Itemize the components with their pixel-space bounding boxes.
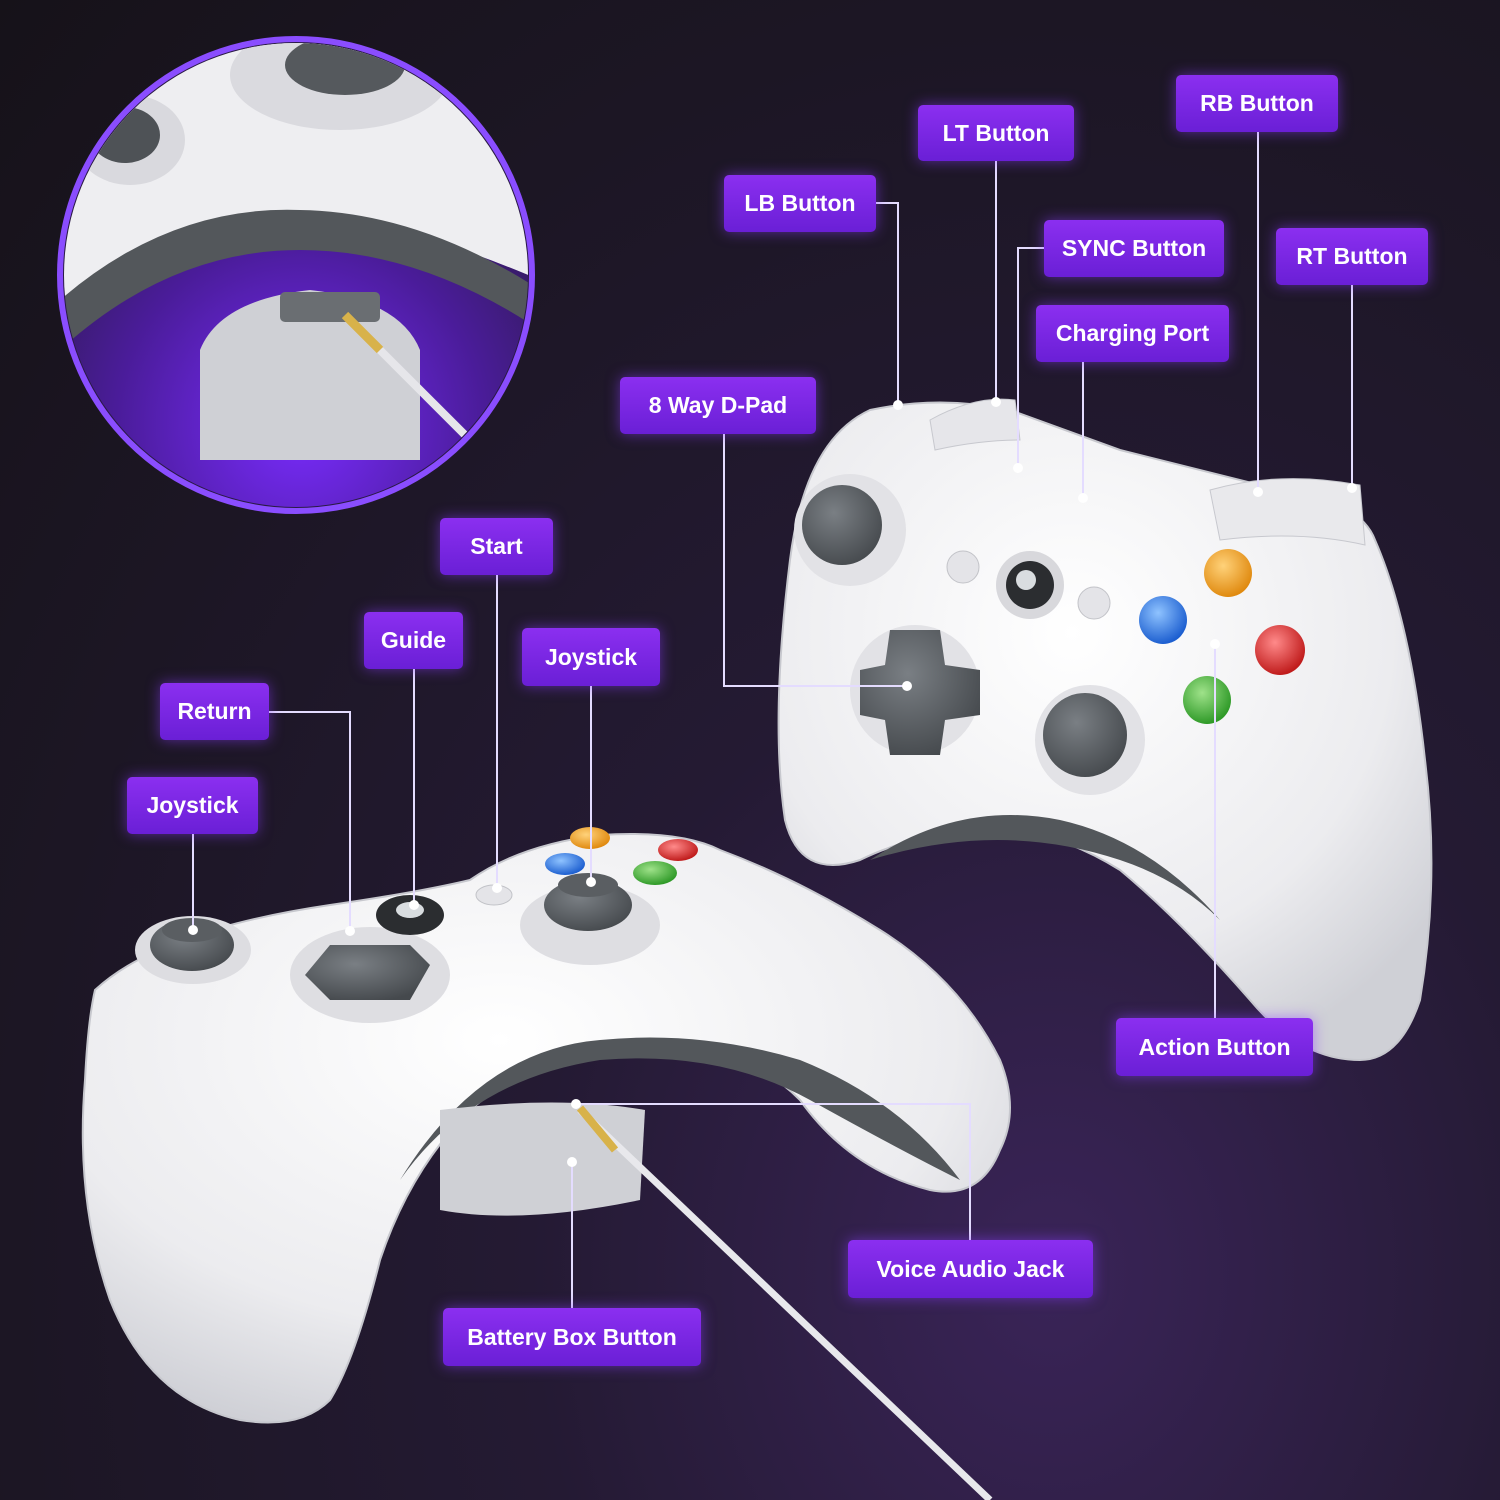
label-dpad: 8 Way D-Pad (620, 377, 816, 434)
label-rt-button: RT Button (1276, 228, 1428, 285)
inset-closeup (57, 36, 535, 514)
label-battery-box-button: Battery Box Button (443, 1308, 701, 1366)
label-rb-button: RB Button (1176, 75, 1338, 132)
leader-dots (188, 397, 1357, 1167)
controller-left (81, 827, 1011, 1500)
leader-lines (192, 130, 1353, 1308)
label-return: Return (160, 683, 269, 740)
label-joystick-right: Joystick (522, 628, 660, 686)
label-lt-button: LT Button (918, 105, 1074, 161)
label-charging-port: Charging Port (1036, 305, 1229, 362)
label-lb-button: LB Button (724, 175, 876, 232)
label-sync-button: SYNC Button (1044, 220, 1224, 277)
label-joystick-left: Joystick (127, 777, 258, 834)
label-action-button: Action Button (1116, 1018, 1313, 1076)
label-guide: Guide (364, 612, 463, 669)
label-voice-audio-jack: Voice Audio Jack (848, 1240, 1093, 1298)
controller-right (777, 398, 1433, 1062)
label-start: Start (440, 518, 553, 575)
